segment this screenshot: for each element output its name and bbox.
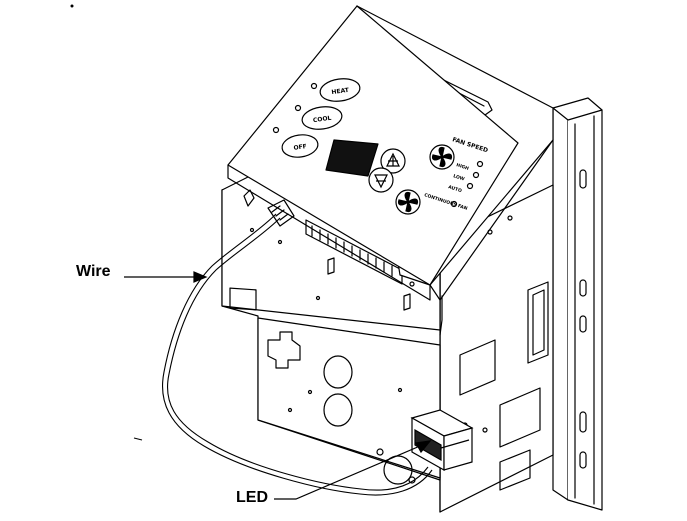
fan-icon [431,146,453,168]
indicator-led-cool [294,104,302,112]
fan-low-indicator [472,171,480,179]
electrical-knockout-icon [267,331,301,369]
led-callout-label: LED [236,489,268,506]
heat-button [319,78,361,102]
cool-label: COOL [313,115,332,125]
mounting-rail [552,97,603,511]
fan-high-label: HIGH [455,162,469,172]
indicator-led-off [272,126,280,134]
off-label: OFF [293,143,307,152]
knockout-upper [323,355,353,389]
wire-callout-label: Wire [76,263,111,280]
control-panel [227,5,519,301]
fan-auto-label: AUTO [447,184,462,194]
wire [162,213,433,496]
fan-auto-indicator [466,182,474,190]
off-button [281,134,319,158]
arrow-head-icon [415,440,432,454]
led-callout-line [274,445,421,500]
chassis-panel-upper [459,339,496,396]
fan-icon [397,191,419,213]
chassis-panel-base [499,449,531,491]
label-plate [229,287,257,311]
wire-connector [267,199,295,227]
digital-display [325,139,379,177]
chassis-panel-lower [499,387,541,448]
heat-label: HEAT [331,87,350,96]
terminal-strip [305,219,403,285]
indicator-led-heat [310,82,318,90]
sub-panel [257,317,441,485]
cool-button [301,106,343,130]
fan-low-label: LOW [452,173,465,182]
arrow-head-icon [193,271,208,283]
knockout-lower [323,393,353,427]
continuous-fan-indicator [450,200,458,208]
temp-down-button [368,167,394,193]
fan-high-indicator [476,160,484,168]
terminal-plate [221,171,441,331]
